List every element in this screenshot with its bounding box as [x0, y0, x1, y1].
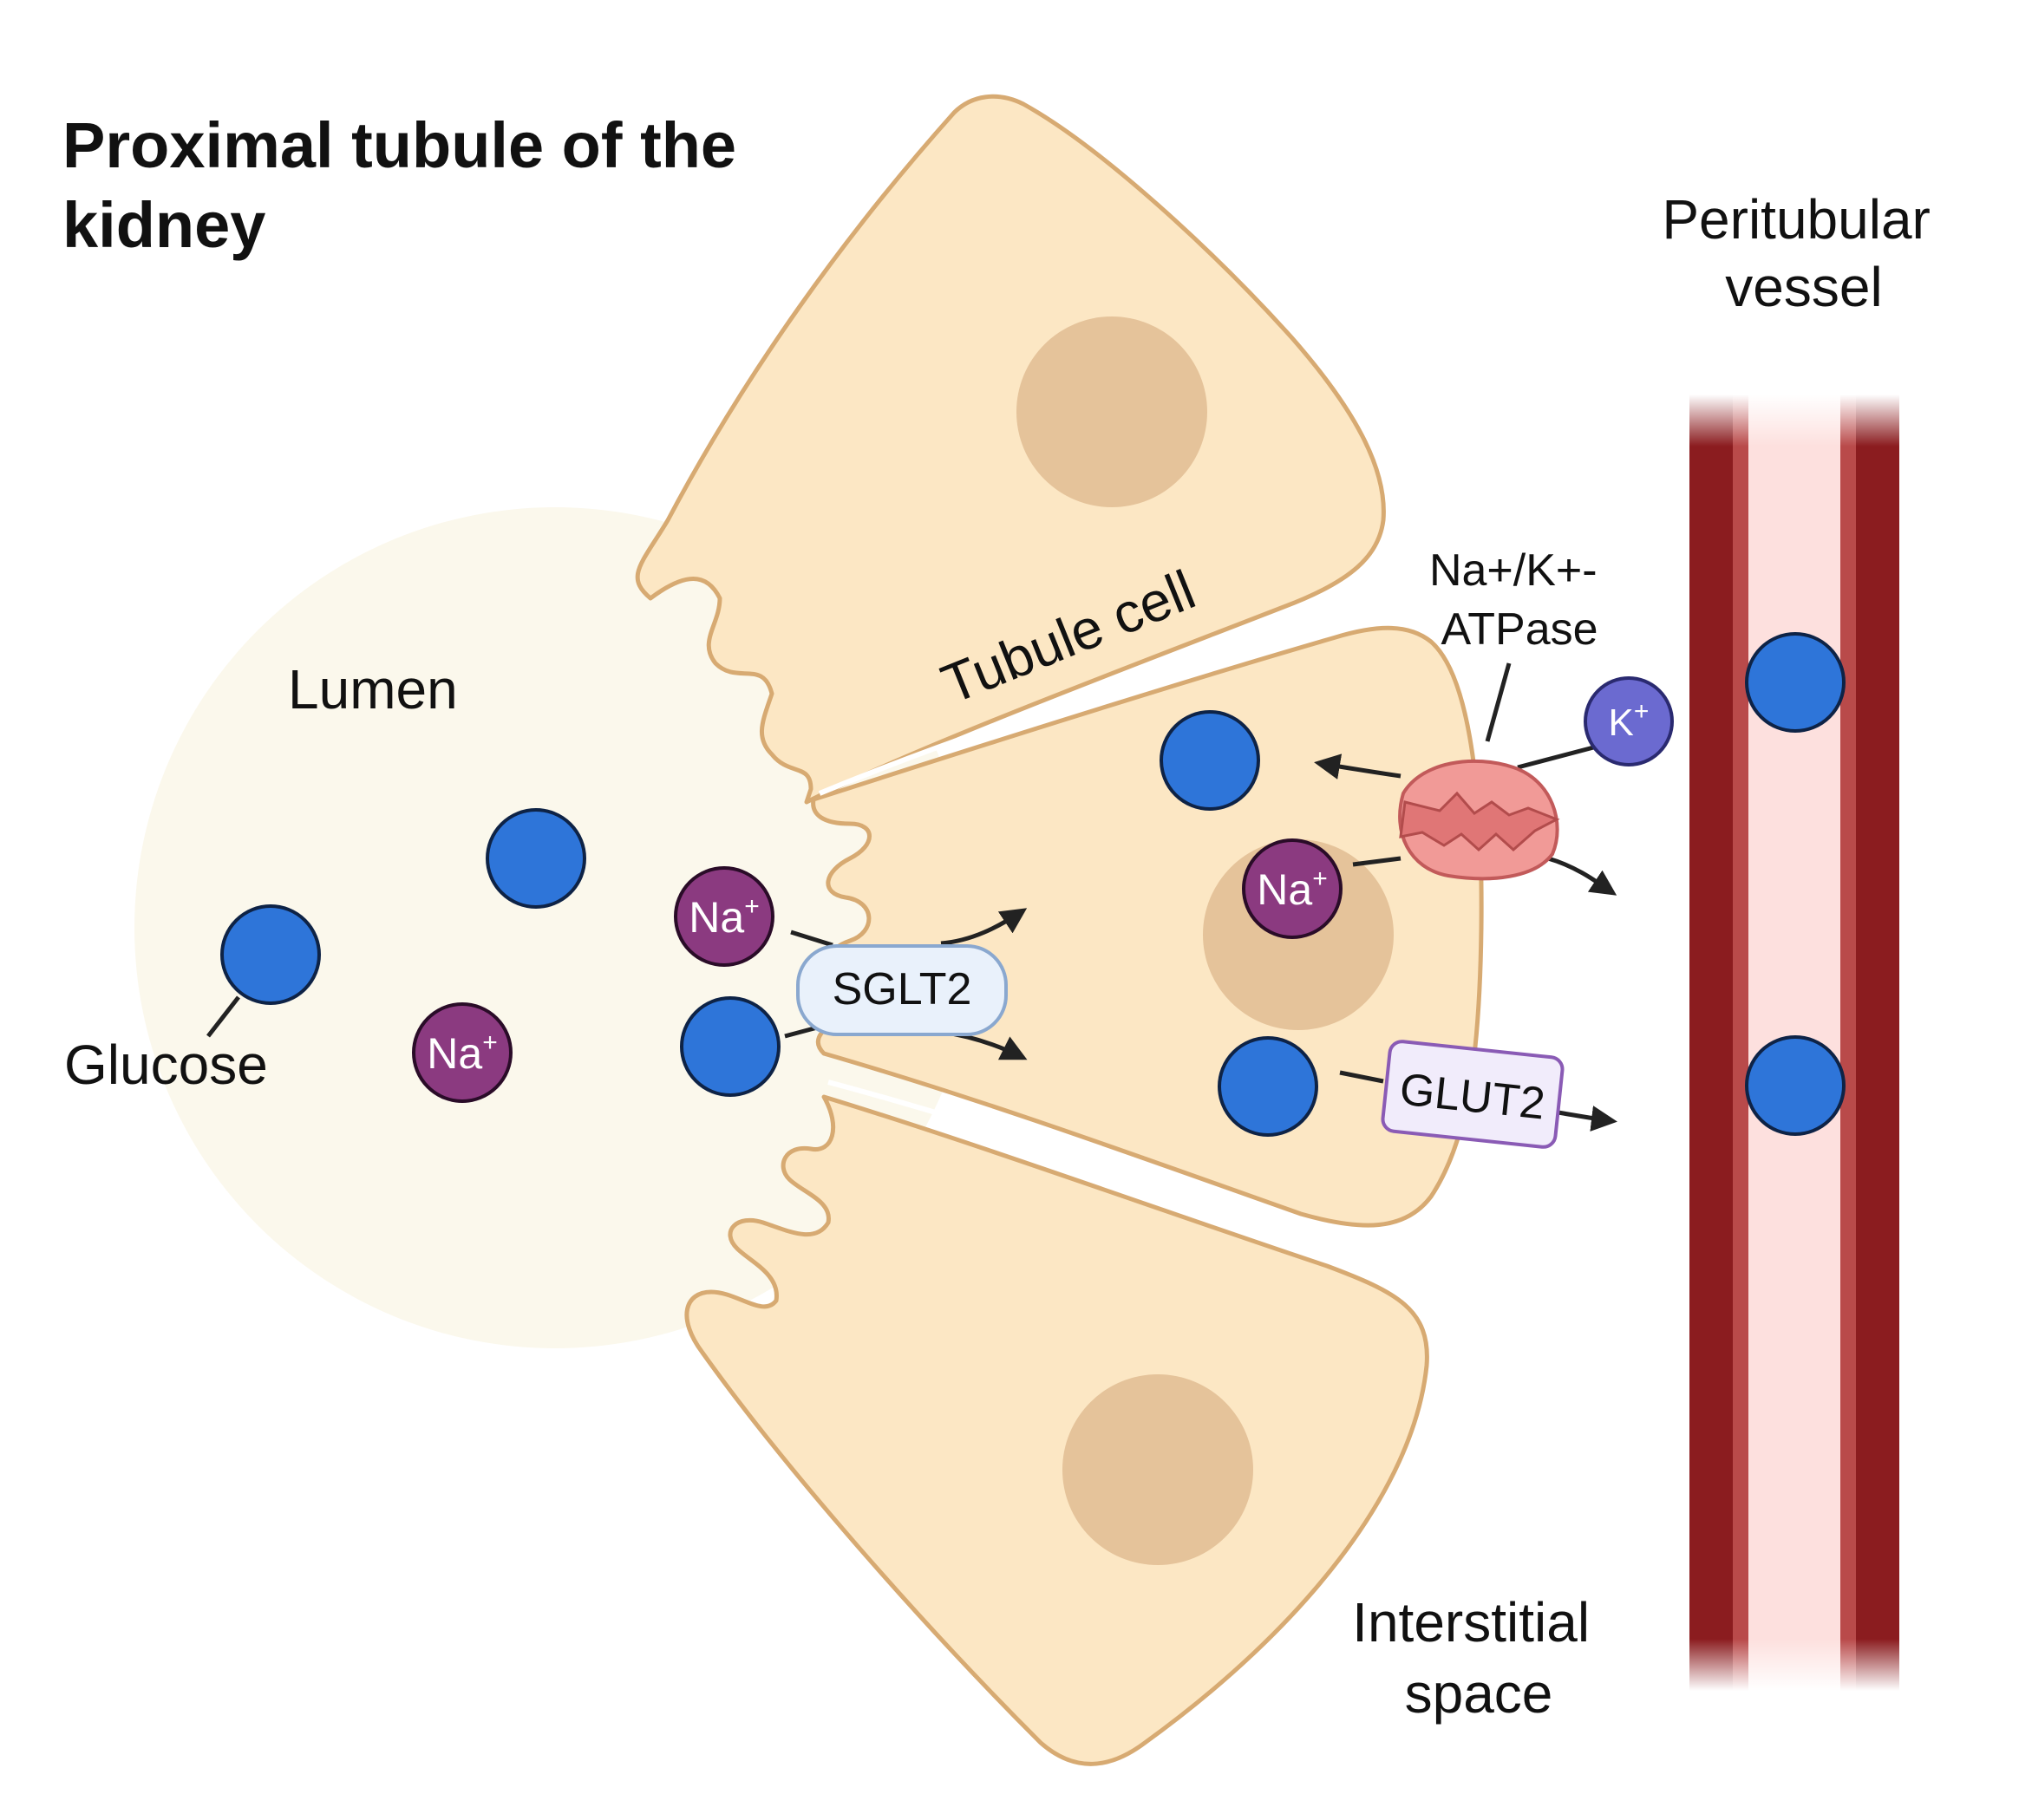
sglt2-label: SGLT2 [833, 964, 972, 1014]
glucose-molecule-lumen-3 [680, 996, 781, 1097]
glucose-molecule-lumen-2 [220, 904, 321, 1005]
atpase-label-connector [1485, 662, 1512, 742]
lumen-label: Lumen [288, 658, 458, 721]
sodium-ion-sglt2-text: Na+ [689, 892, 759, 942]
glut2-glucose-connector [1339, 1070, 1384, 1084]
sodium-ion-cell [1242, 838, 1343, 939]
nucleus-top [1016, 316, 1207, 507]
potassium-ion-text: K+ [1609, 697, 1650, 744]
cell-junction-bottom [827, 1080, 1336, 1243]
glucose-molecule-cell-1 [1160, 710, 1260, 811]
glucose-label: Glucose [64, 1034, 268, 1096]
interstitial-space-label: Interstitial space [1352, 1591, 1605, 1725]
glucose-molecule-cell-2 [1218, 1036, 1318, 1137]
atpase-k-connector [1517, 743, 1601, 770]
diagram-title: Proximal tubule of the kidney [62, 109, 755, 261]
peritubular-vessel-label: Peritubular vessel [1662, 188, 1945, 318]
tubule-cell-bottom [684, 1094, 1429, 1766]
glucose-molecule-lumen-1 [486, 808, 586, 909]
sodium-ion-lumen [412, 1002, 513, 1103]
cell-junction-top [818, 622, 1354, 796]
nucleus-bottom [1062, 1374, 1253, 1565]
glucose-label-connector [206, 995, 240, 1038]
sglt2-transporter [796, 944, 1008, 1036]
glut2-transporter [1381, 1040, 1565, 1149]
sglt2-na-connector [790, 930, 833, 948]
tubule-cell-top [635, 94, 1386, 805]
potassium-ion [1584, 676, 1674, 766]
atpase-na-connector [1352, 856, 1401, 867]
sodium-ions: Na+ Na+ Na+ [412, 838, 1343, 1103]
arrow-atpase-k-in [1314, 753, 1401, 780]
atpase-label: Na+/K+- ATPase [1429, 545, 1610, 655]
sodium-ion-cell-text: Na+ [1257, 864, 1327, 914]
arrow-glut2-glucose-out [1552, 1106, 1617, 1132]
glucose-molecules [220, 632, 1846, 1137]
sodium-ion-lumen-text: Na+ [427, 1028, 497, 1078]
connector-lines [206, 662, 1601, 1084]
peritubular-vessel [1682, 395, 1908, 1691]
na-k-atpase-pump [1398, 759, 1560, 881]
arrow-sglt2-na-in [940, 908, 1028, 946]
glucose-molecule-vessel-2 [1745, 1035, 1846, 1136]
arrow-atpase-na-out [1547, 856, 1617, 896]
glucose-molecule-vessel-1 [1745, 632, 1846, 733]
sodium-ion-sglt2 [674, 866, 774, 967]
